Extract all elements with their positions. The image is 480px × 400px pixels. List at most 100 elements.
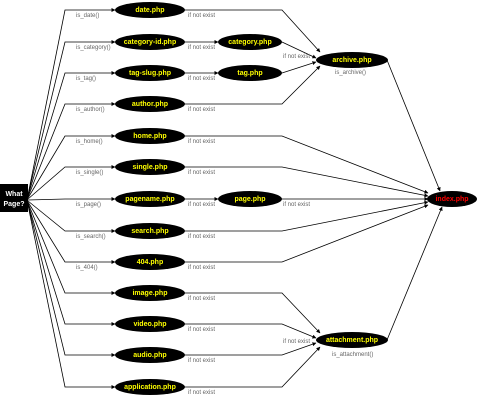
node-image-label: image.php [132, 290, 167, 297]
edge-category-to-archive [281, 41, 317, 59]
fallback-label-page: if not exist [283, 202, 310, 208]
node-archive-shape [316, 52, 388, 68]
start-node: What Page? [0, 184, 28, 212]
fallback-label-audio: if not exist [188, 358, 215, 364]
edge-start-to-search [27, 200, 116, 233]
node-date-shape [115, 2, 185, 18]
fallback-label-category-id: if not exist [188, 45, 215, 51]
condition-is-page: is_page() [76, 202, 101, 208]
node-category-id-label: category-id.php [124, 39, 177, 46]
edge-start-to-home [27, 134, 116, 199]
node-search-label: search.php [131, 228, 168, 235]
node-attachment-label: attachment.php [326, 337, 378, 344]
node-archive: archive.php [316, 52, 388, 68]
condition-is-home: is_home() [76, 139, 103, 145]
node-home-shape [115, 128, 185, 144]
edge-date-to-archive [185, 9, 321, 53]
edge-video-to-attachment [185, 323, 317, 339]
edge-audio-to-attachment [185, 342, 317, 356]
node-404: 404.php [115, 254, 185, 270]
fallback-label-404: if not exist [188, 265, 215, 271]
fallback-label-attachment: if not exist [283, 339, 310, 345]
edge-image-to-attachment [185, 292, 321, 334]
node-404-shape [115, 254, 185, 270]
node-index-shape [427, 191, 477, 207]
node-author-label: author.php [132, 101, 168, 108]
condition-is-single: is_single() [76, 170, 103, 176]
edge-start-to-author [27, 102, 116, 198]
fallback-label-video: if not exist [188, 327, 215, 333]
node-attachment: attachment.php [316, 332, 388, 348]
node-index-label: index.php [435, 196, 468, 203]
node-author-shape [115, 96, 185, 112]
node-home-label: home.php [133, 133, 166, 140]
condition-is-author: is_author() [76, 107, 105, 113]
node-application-label: application.php [124, 384, 176, 391]
node-category-label: category.php [228, 39, 271, 46]
node-pagename-shape [115, 191, 185, 207]
node-video-shape [115, 316, 185, 332]
edge-start-to-pagename [27, 197, 116, 201]
fallback-label-tag-slug: if not exist [188, 76, 215, 82]
node-category: category.php [218, 34, 282, 50]
node-single: single.php [115, 159, 185, 175]
edge-home-to-index [185, 135, 429, 194]
template-nodes: date.php category-id.php tag-slug.php au… [115, 2, 477, 395]
node-pagename-label: pagename.php [125, 196, 174, 203]
node-page: page.php [218, 191, 282, 207]
node-pagename: pagename.php [115, 191, 185, 207]
edge-start-to-application [27, 204, 116, 389]
condition-is-archive: is_archive() [335, 70, 366, 76]
fallback-label-search: if not exist [188, 234, 215, 240]
node-page-label: page.php [234, 196, 265, 203]
condition-is-search: is_search() [76, 234, 106, 240]
node-image: image.php [115, 285, 185, 301]
node-tag-slug: tag-slug.php [115, 65, 185, 81]
node-single-label: single.php [133, 164, 168, 171]
node-author: author.php [115, 96, 185, 112]
edge-start-to-single [27, 165, 116, 200]
start-node-box [0, 184, 28, 212]
node-404-label: 404.php [137, 259, 163, 266]
node-audio: audio.php [115, 347, 185, 363]
edge-start-to-date [27, 8, 116, 196]
edge-archive-to-index [386, 59, 441, 192]
node-video-label: video.php [133, 321, 166, 328]
fallback-label-application: if not exist [188, 390, 215, 396]
edge-tag-to-archive [281, 61, 317, 74]
fallback-label-single: if not exist [188, 170, 215, 176]
node-tag-slug-label: tag-slug.php [129, 70, 171, 77]
node-tag-shape [218, 65, 282, 81]
fallback-label-category: if not exist [283, 54, 310, 60]
node-date-label: date.php [135, 7, 164, 14]
node-attachment-shape [316, 332, 388, 348]
edge-single-to-index [185, 166, 429, 198]
node-page-shape [218, 191, 282, 207]
node-video: video.php [115, 316, 185, 332]
node-date: date.php [115, 2, 185, 18]
node-tag-slug-shape [115, 65, 185, 81]
node-application-shape [115, 379, 185, 395]
fallback-labels: if not exist if not exist if not exist i… [188, 13, 310, 396]
condition-is-404: is_404() [76, 265, 98, 271]
condition-is-date: is_date() [76, 13, 99, 19]
fallback-edges [185, 9, 443, 388]
fallback-label-pagename: if not exist [188, 202, 215, 208]
node-category-id: category-id.php [115, 34, 185, 50]
node-tag: tag.php [218, 65, 282, 81]
start-label-line-1: What [5, 191, 23, 198]
node-home: home.php [115, 128, 185, 144]
edge-application-to-attachment [185, 346, 321, 388]
edge-start-to-category-id [27, 40, 116, 196]
edge-start-to-video [27, 203, 116, 326]
node-search: search.php [115, 223, 185, 239]
node-category-id-shape [115, 34, 185, 50]
edge-author-to-archive [185, 65, 321, 105]
edge-start-to-image [27, 202, 116, 295]
node-archive-label: archive.php [332, 57, 371, 64]
edge-attachment-to-index [386, 206, 443, 341]
edge-search-to-index [185, 200, 429, 232]
condition-labels: is_date() is_category() is_tag() is_auth… [76, 13, 373, 358]
